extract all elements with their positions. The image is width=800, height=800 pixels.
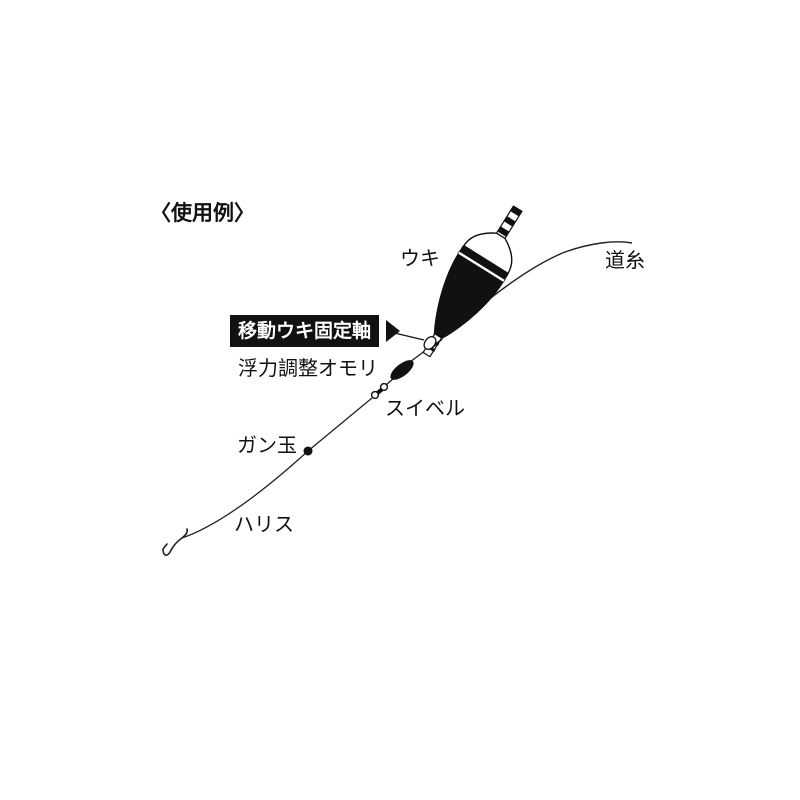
hook-point bbox=[181, 528, 189, 539]
main-line-label: 道糸 bbox=[605, 248, 645, 272]
float bbox=[422, 205, 523, 358]
float-label: ウキ bbox=[400, 246, 440, 270]
float-stripe bbox=[459, 245, 509, 280]
split-shot bbox=[303, 446, 313, 456]
stopper-axis-label: 移動ウキ固定軸 bbox=[230, 315, 380, 347]
float-top-cap bbox=[462, 232, 513, 275]
buoyancy-weight-label: 浮力調整オモリ bbox=[238, 356, 378, 380]
float-body bbox=[433, 253, 504, 340]
callout-notch bbox=[386, 320, 400, 342]
stopper-axis-part bbox=[423, 336, 443, 350]
diagram-heading: 〈使用例〉 bbox=[150, 201, 255, 225]
swivel-label: スイベル bbox=[385, 396, 465, 420]
buoyancy-sinker bbox=[390, 360, 414, 380]
leader-line bbox=[181, 397, 373, 539]
leader-label: ハリス bbox=[234, 512, 294, 536]
hook bbox=[162, 537, 183, 556]
split-shot-label: ガン玉 bbox=[237, 433, 297, 457]
swivel bbox=[370, 382, 389, 400]
